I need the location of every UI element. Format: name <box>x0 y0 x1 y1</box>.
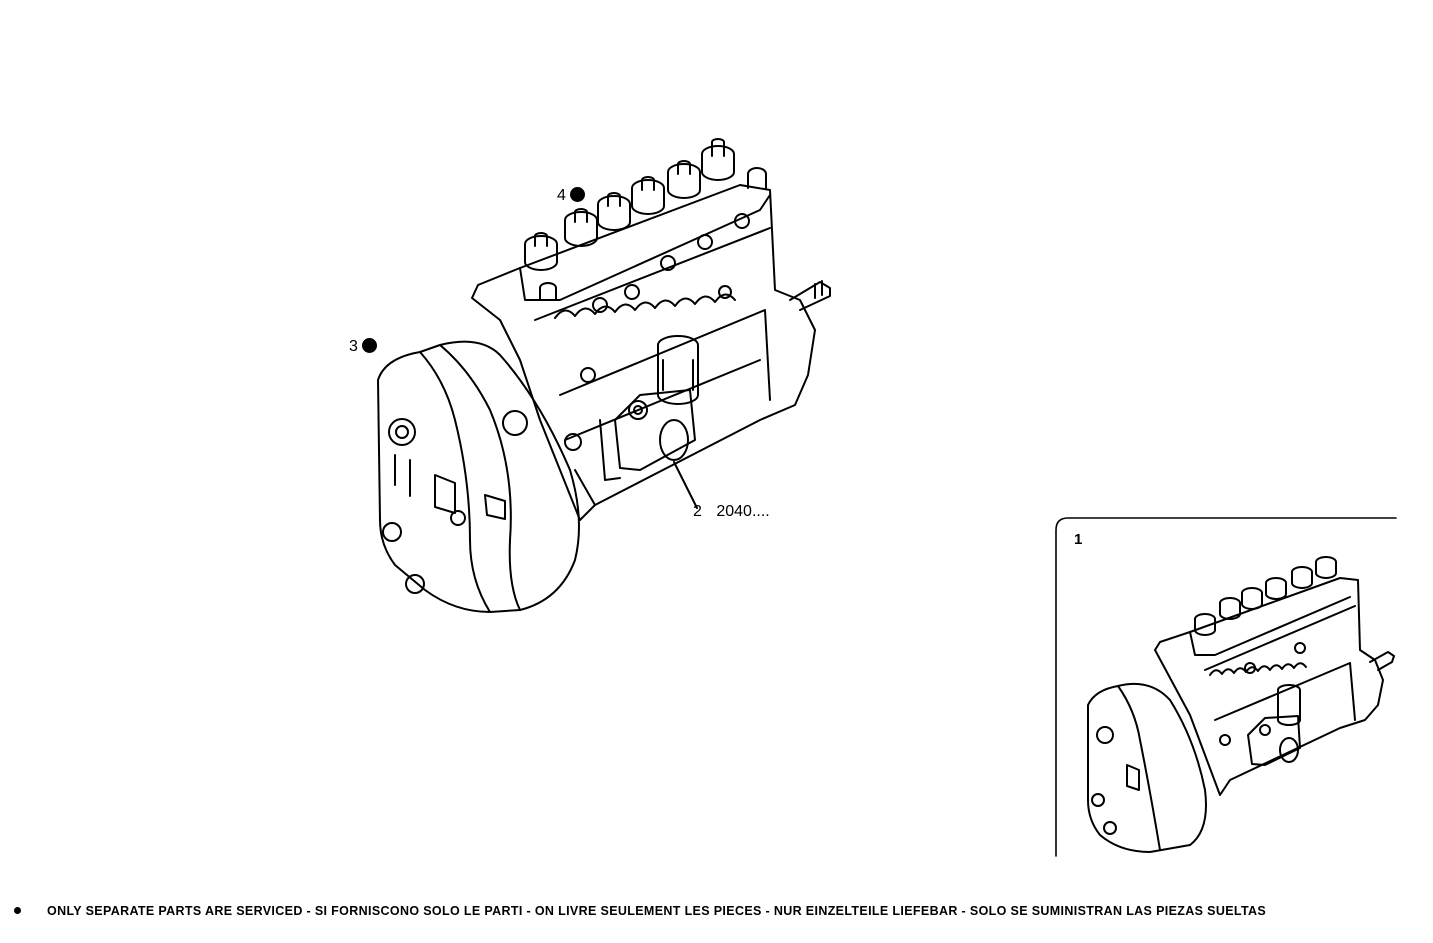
callout-2-number: 2 <box>693 503 702 520</box>
complete-assembly-inset <box>1055 517 1397 857</box>
service-note-text: ONLY SEPARATE PARTS ARE SERVICED - SI FO… <box>47 904 1267 918</box>
feed-pump <box>614 335 699 509</box>
callout-item-3: 3 <box>349 338 377 355</box>
bullet-dot-icon <box>14 907 21 914</box>
callout-3-number: 3 <box>349 338 358 355</box>
separate-part-dot-icon <box>569 187 585 202</box>
main-pump-assembly <box>377 138 831 613</box>
separate-part-dot-icon <box>361 338 377 353</box>
delivery-valve-holders <box>524 138 735 271</box>
service-note: ONLY SEPARATE PARTS ARE SERVICED - SI FO… <box>14 904 1266 918</box>
governor-housing <box>377 340 580 613</box>
callout-4-number: 4 <box>557 187 566 204</box>
inset-callout-item-1: 1 <box>1074 531 1083 548</box>
callout-2-reference: 2040.... <box>716 503 770 520</box>
callout-item-4: 4 <box>557 187 585 204</box>
callout-item-2: 2 2040.... <box>693 504 770 520</box>
